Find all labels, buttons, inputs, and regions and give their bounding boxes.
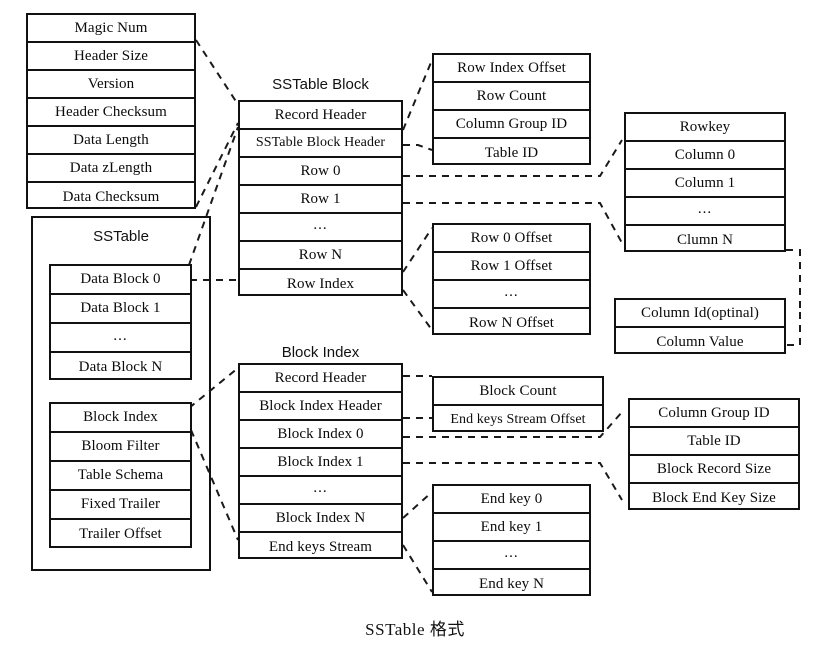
cell-column-0[interactable]: Column 0 <box>626 142 784 170</box>
cell-bi-index-1[interactable]: Block Index 1 <box>240 449 401 477</box>
figure-caption: SSTable 格式 <box>365 620 465 639</box>
cell-sb-row-1[interactable]: Row 1 <box>240 186 401 214</box>
end-keys-stream-stack: End key 0 End key 1 ... End key N <box>432 484 591 596</box>
connector-endkeys-bottom <box>402 544 433 593</box>
cell-column-ellipsis: ... <box>626 198 784 226</box>
connector-rowindex-detail-bottom <box>402 289 433 331</box>
cell-sb-row-n[interactable]: Row N <box>240 242 401 270</box>
cell-data-block-0[interactable]: Data Block 0 <box>51 266 190 295</box>
sstable-block-stack: Record Header SSTable Block Header Row 0… <box>238 100 403 296</box>
cell-row-n-offset[interactable]: Row N Offset <box>468 314 555 331</box>
cell-bi-header[interactable]: Block Index Header <box>240 393 401 421</box>
cell-end-key-ellipsis: ... <box>434 542 589 570</box>
cell-data-block-ellipsis: ... <box>51 324 190 353</box>
cell-row-offset-ellipsis: ... <box>434 281 589 309</box>
cell-end-key-n[interactable]: End key N <box>478 575 545 592</box>
cell-table-id[interactable]: Table ID <box>484 144 539 161</box>
cell-bi-index-0[interactable]: Block Index 0 <box>240 421 401 449</box>
connector-column-to-columnvalue <box>786 312 801 346</box>
cell-end-key-1[interactable]: End key 1 <box>434 514 589 542</box>
block-index-header-detail-stack: Block Count End keys Stream Offset <box>432 376 604 432</box>
cell-end-keys-stream-offset[interactable]: End keys Stream Offset <box>450 412 586 427</box>
cell-sb-row-ellipsis: ... <box>240 214 401 242</box>
cell-row-index-offset[interactable]: Row Index Offset <box>434 55 589 83</box>
cell-bie-block-end-key-size[interactable]: Block End Key Size <box>652 489 776 506</box>
cell-bie-column-group-id[interactable]: Column Group ID <box>630 400 798 428</box>
cell-table-schema[interactable]: Table Schema <box>51 462 190 491</box>
record-header-detail-stack: Magic Num Header Size Version Header Che… <box>26 13 196 209</box>
row-index-detail-stack: Row 0 Offset Row 1 Offset ... Row N Offs… <box>432 223 591 335</box>
cell-magic-num[interactable]: Magic Num <box>28 15 194 43</box>
cell-data-block-n[interactable]: Data Block N <box>78 359 163 375</box>
sstable-caption: SSTable <box>93 228 149 245</box>
row-layout-stack: Rowkey Column 0 Column 1 ... Clumn N <box>624 112 786 252</box>
sstable-block-caption: SSTable Block <box>272 76 369 93</box>
connector-column-to-columnlayout <box>786 249 801 312</box>
cell-sb-block-header[interactable]: SSTable Block Header <box>240 130 401 158</box>
connector-recordheader-detail-top <box>195 39 238 104</box>
cell-sb-record-header[interactable]: Record Header <box>240 102 401 130</box>
cell-sb-row-index[interactable]: Row Index <box>286 275 355 292</box>
connector-blockheader-detail-top <box>402 59 433 131</box>
cell-data-block-1[interactable]: Data Block 1 <box>51 295 190 324</box>
cell-bi-index-ellipsis: ... <box>240 477 401 505</box>
cell-data-checksum[interactable]: Data Checksum <box>62 188 160 205</box>
cell-fixed-trailer[interactable]: Fixed Trailer <box>51 491 190 520</box>
cell-bi-index-n[interactable]: Block Index N <box>240 505 401 533</box>
sstable-block-header-detail-stack: Row Index Offset Row Count Column Group … <box>432 53 591 165</box>
connector-recordheader-detail-bottom <box>195 122 239 208</box>
block-index-caption: Block Index <box>281 344 360 361</box>
block-index-stack: Record Header Block Index Header Block I… <box>238 363 403 559</box>
cell-row-count[interactable]: Row Count <box>434 83 589 111</box>
cell-column-group-id[interactable]: Column Group ID <box>434 111 589 139</box>
cell-data-length[interactable]: Data Length <box>28 127 194 155</box>
column-layout-stack: Column Id(optinal) Column Value <box>614 298 786 354</box>
cell-bi-end-keys-stream[interactable]: End keys Stream <box>268 538 373 555</box>
cell-bie-block-record-size[interactable]: Block Record Size <box>630 456 798 484</box>
cell-column-n[interactable]: Clumn N <box>676 231 734 248</box>
cell-bi-record-header[interactable]: Record Header <box>240 365 401 393</box>
cell-header-checksum[interactable]: Header Checksum <box>28 99 194 127</box>
cell-rowkey[interactable]: Rowkey <box>626 114 784 142</box>
cell-data-zlength[interactable]: Data zLength <box>28 155 194 183</box>
cell-column-value[interactable]: Column Value <box>656 333 744 350</box>
cell-trailer-offset[interactable]: Trailer Offset <box>79 526 162 542</box>
cell-bloom-filter[interactable]: Bloom Filter <box>51 433 190 462</box>
connector-rowindex-detail-top <box>402 227 433 273</box>
cell-block-count[interactable]: Block Count <box>434 378 602 406</box>
connector-blockheader-detail-bottom <box>403 144 433 151</box>
cell-version[interactable]: Version <box>28 71 194 99</box>
cell-column-1[interactable]: Column 1 <box>626 170 784 198</box>
cell-end-key-0[interactable]: End key 0 <box>434 486 589 514</box>
sstable-data-blocks-stack: Data Block 0 Data Block 1 ... Data Block… <box>49 264 192 380</box>
cell-header-size[interactable]: Header Size <box>28 43 194 71</box>
cell-column-id-optional[interactable]: Column Id(optinal) <box>616 300 784 328</box>
connector-endkeys-top <box>402 491 433 519</box>
cell-sb-row-0[interactable]: Row 0 <box>240 158 401 186</box>
cell-row-1-offset[interactable]: Row 1 Offset <box>434 253 589 281</box>
cell-block-index[interactable]: Block Index <box>51 404 190 433</box>
cell-bie-table-id[interactable]: Table ID <box>630 428 798 456</box>
cell-row-0-offset[interactable]: Row 0 Offset <box>434 225 589 253</box>
block-index-entry-stack: Column Group ID Table ID Block Record Si… <box>628 398 800 510</box>
sstable-trailer-stack: Block Index Bloom Filter Table Schema Fi… <box>49 402 192 548</box>
